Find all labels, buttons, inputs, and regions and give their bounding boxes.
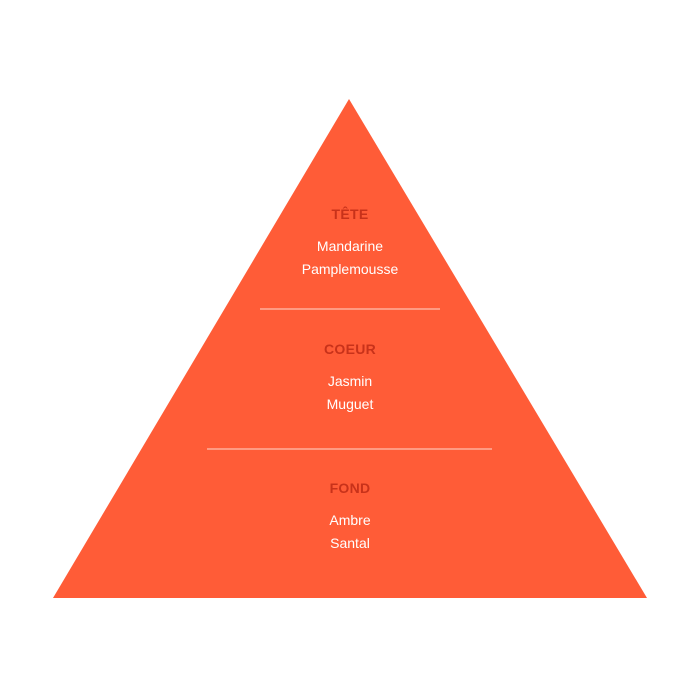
pyramid-triangle — [53, 99, 647, 598]
tier-top-notes: TÊTE Mandarine Pamplemousse — [150, 205, 550, 281]
note-item: Muguet — [326, 396, 374, 412]
tier-title-top: TÊTE — [331, 206, 369, 222]
tier-title-base: FOND — [329, 480, 371, 496]
tier-heart-notes: COEUR Jasmin Muguet — [150, 340, 550, 416]
note-item: Pamplemousse — [301, 261, 399, 277]
tier-base-notes: FOND Ambre Santal — [150, 479, 550, 555]
tier-title-heart: COEUR — [323, 341, 377, 357]
note-item: Santal — [330, 535, 370, 551]
note-item: Mandarine — [316, 238, 384, 254]
note-item: Jasmin — [327, 373, 373, 389]
note-item: Ambre — [329, 512, 371, 528]
